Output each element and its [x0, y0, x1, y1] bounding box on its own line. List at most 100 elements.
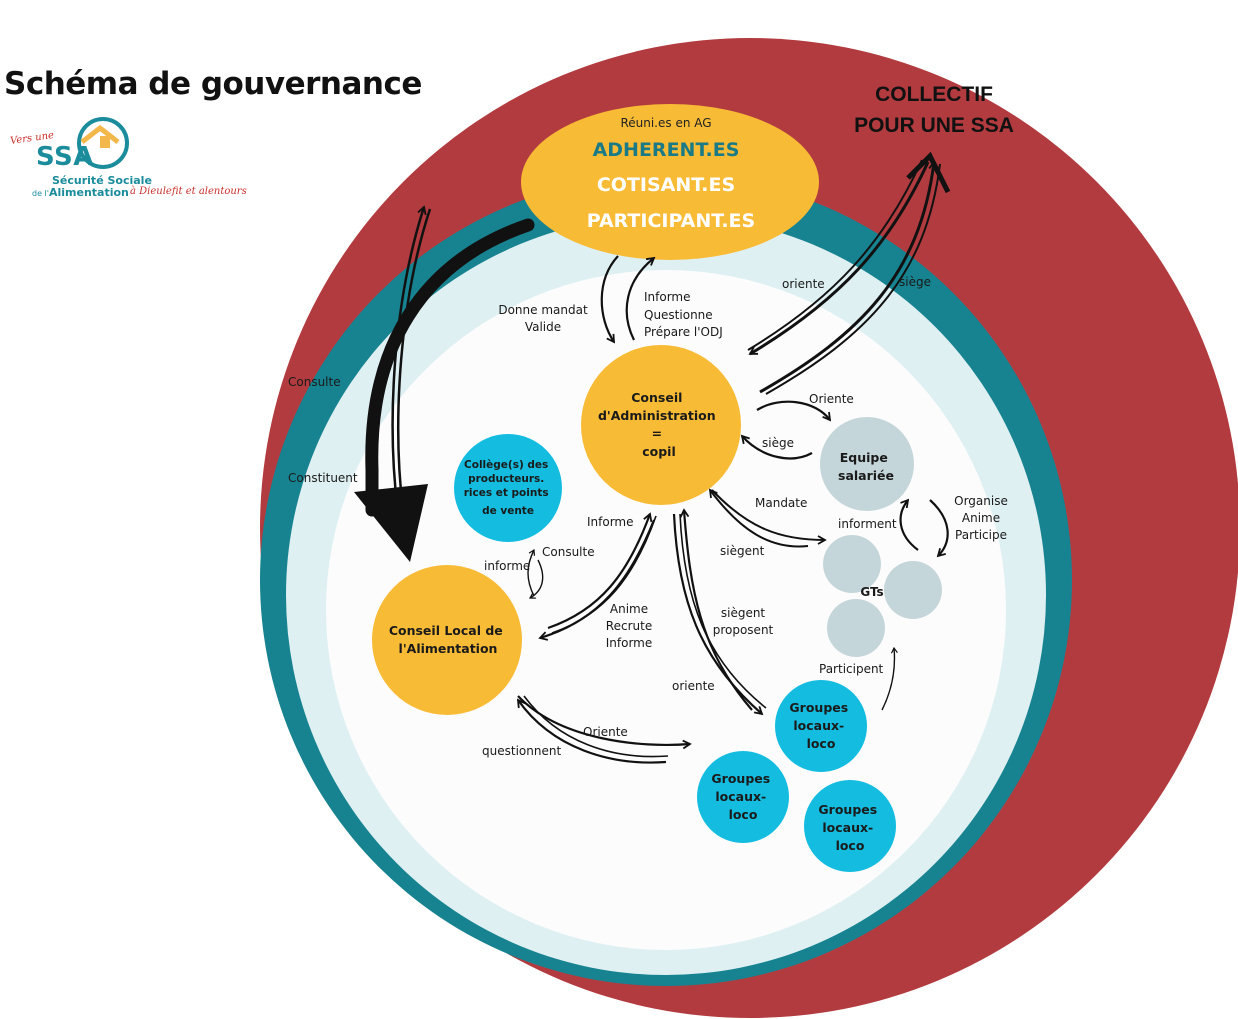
node-equipe-label: Equipe salariée: [838, 450, 894, 483]
label-consulte-mid: Consulte: [542, 545, 595, 559]
arrow-organise: [929, 499, 949, 558]
node-gt-1: [823, 535, 881, 593]
label-oriente-top: oriente: [782, 277, 825, 291]
node-groupes-1: [775, 680, 867, 772]
logo-line2: de l'Alimentation: [32, 186, 129, 199]
arrow-informe-col: [527, 548, 536, 597]
node-groupes-1-label: Groupes locaux- loco: [789, 700, 852, 751]
node-groupes-line: Groupes: [789, 700, 848, 715]
label-siege-eq: siège: [762, 436, 794, 450]
arrow-siege-eq: [740, 434, 813, 460]
node-groupes-line: locaux-: [793, 718, 844, 733]
logo-line2-prefix: de l': [32, 189, 49, 198]
label-siegent-prop-line: proposent: [713, 623, 774, 637]
node-groupes-line: Groupes: [818, 802, 877, 817]
node-groupes-2-label: Groupes locaux- loco: [711, 771, 774, 822]
arrow-informent: [899, 498, 919, 551]
node-gt-3: [827, 599, 885, 657]
node-groupes-line: loco: [836, 838, 865, 853]
label-siegent-prop-line: siègent: [721, 606, 766, 620]
node-equipe-line: Equipe: [840, 450, 888, 465]
node-college-label: Collège(s) des producteurs. rices et poi…: [464, 459, 553, 517]
logo-line1: Sécurité Sociale: [52, 174, 152, 187]
arrow-siege-top-2: [765, 163, 941, 395]
arrow-participent: [881, 646, 898, 711]
arrow-oriente-gl: [672, 513, 764, 716]
arrow-informe-cla-2: [551, 515, 657, 634]
label-anime-line: Recrute: [606, 619, 652, 633]
ag-subtitle: Réuni.es en AG: [620, 116, 711, 130]
node-cla-label: Conseil Local de l'Alimentation: [389, 623, 507, 656]
node-ca-line: d'Administration: [598, 408, 716, 423]
label-questionnent: questionnent: [482, 744, 561, 758]
node-cla-line: l'Alimentation: [399, 641, 498, 656]
ag-cotisant: COTISANT.ES: [597, 174, 735, 196]
node-ca-line: =: [652, 426, 662, 441]
collectif-line1: COLLECTIF: [875, 83, 993, 106]
arrow-oriente-gl-2: [679, 513, 767, 709]
label-organise-line: Anime: [962, 511, 1000, 525]
arrow-big-top-head: [906, 151, 951, 194]
ag-ellipse: [521, 104, 819, 260]
arrow-informe-cla: [547, 512, 653, 630]
ssa-logo: Vers une SSA Sécurité Sociale de l'Alime…: [8, 112, 258, 204]
logo-line3: à Dieulefit et alentours: [130, 186, 247, 197]
label-mandate: Mandate: [755, 496, 807, 510]
label-siegent-prop: siègent proposent: [713, 606, 774, 637]
label-anime-line: Anime: [610, 602, 648, 616]
label-informe-q-line: Prépare l'ODJ: [644, 325, 723, 339]
node-ca: [581, 345, 741, 505]
node-ca-label: Conseil d'Administration = copil: [598, 390, 720, 459]
node-ca-line: copil: [642, 444, 676, 459]
node-equipe-line: salariée: [838, 468, 894, 483]
arrow-donne-mandat: [600, 255, 619, 344]
node-ca-line: Conseil: [631, 390, 682, 405]
arrow-siege-top: [759, 160, 938, 394]
label-oriente-bottom: Oriente: [583, 725, 628, 739]
arrow-oriente-eq: [756, 400, 832, 422]
label-donne-mandat-line: Donne mandat: [498, 303, 588, 317]
node-groupes-line: loco: [807, 736, 836, 751]
label-oriente-eq: Oriente: [809, 392, 854, 406]
label-informe-q-line: Questionne: [644, 308, 713, 322]
node-groupes-line: locaux-: [715, 789, 766, 804]
house-icon: [77, 117, 129, 169]
label-oriente-gl: oriente: [672, 679, 715, 693]
node-college-line: rices et points: [464, 487, 549, 499]
node-college: [454, 434, 562, 542]
node-groupes-line: Groupes: [711, 771, 770, 786]
node-groupes-line: loco: [729, 807, 758, 822]
label-organise-line: Organise: [954, 494, 1008, 508]
page-title: Schéma de gouvernance: [4, 66, 422, 102]
node-gts-label: GTs: [860, 585, 883, 599]
logo-acronym: SSA: [36, 142, 94, 172]
arrow-questionnent: [516, 698, 667, 764]
label-siege-top: siège: [899, 275, 931, 289]
node-college-line: Collège(s) des: [464, 459, 548, 471]
arrow-mandate: [711, 489, 827, 545]
label-participent: Participent: [819, 662, 884, 676]
node-gt-2: [884, 561, 942, 619]
ag-participant: PARTICIPANT.ES: [587, 210, 755, 232]
arrow-oriente-top: [748, 161, 930, 356]
arrow-oriente-bottom: [517, 695, 692, 750]
node-cla: [372, 565, 522, 715]
node-groupes-3-label: Groupes locaux- loco: [818, 802, 881, 853]
node-groupes-3: [804, 780, 896, 872]
label-informe-q-line: Informe: [644, 290, 691, 304]
label-constituent: Constituent: [288, 471, 358, 485]
node-college-line: de vente: [482, 505, 534, 517]
label-anime-line: Informe: [606, 636, 653, 650]
node-groupes-2: [697, 751, 789, 843]
arrow-constituent-head: [354, 484, 428, 562]
arrow-consulte: [391, 205, 427, 513]
node-equipe: [820, 417, 914, 511]
arrow-questionnent-2: [523, 695, 669, 758]
node-cla-line: Conseil Local de: [389, 623, 503, 638]
node-college-line: producteurs.: [468, 473, 544, 485]
label-informe-col: informe: [484, 559, 530, 573]
